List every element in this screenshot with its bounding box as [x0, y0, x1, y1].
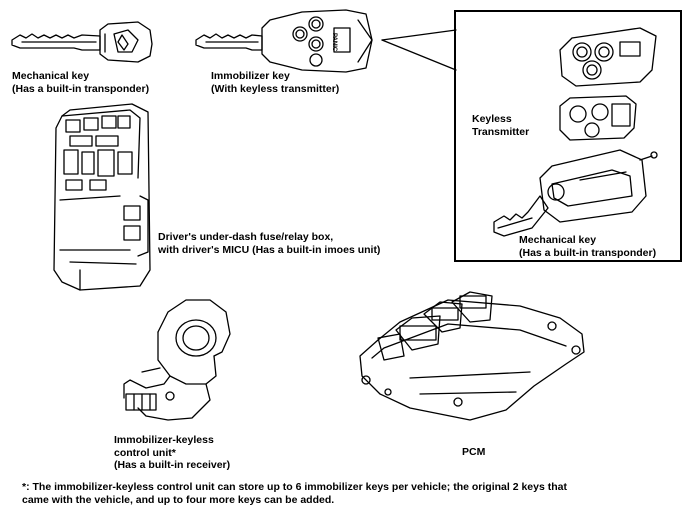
callout-lines — [381, 29, 457, 71]
inset-mechanical-key-title: Mechanical key — [519, 234, 597, 246]
fuse-box-line-1: Driver's under-dash fuse/relay box, — [158, 231, 334, 243]
keyless-transmitter-inset — [454, 10, 682, 262]
keyless-transmitter-label: Keyless Transmitter — [472, 113, 529, 138]
immobilizer-key-drawing — [195, 9, 373, 73]
mechanical-key-note: (Has a built-in transponder) — [12, 82, 150, 95]
mechanical-key-title: Mechanical key — [12, 70, 90, 82]
keyless-transmitter-line-1: Keyless — [472, 113, 512, 125]
control-unit-line-1: Immobilizer-keyless — [114, 434, 214, 446]
footnote: *: The immobilizer-keyless control unit … — [22, 481, 682, 507]
panic-button-text: PANIC — [331, 33, 337, 52]
inset-mechanical-key-label: Mechanical key (Has a built-in transpond… — [519, 234, 656, 259]
pcm-label: PCM — [462, 446, 486, 458]
fuse-box-line-2: with driver's MICU (Has a built-in imoes… — [158, 243, 381, 256]
footnote-line-2: came with the vehicle, and up to four mo… — [22, 494, 335, 506]
immobilizer-key-note: (With keyless transmitter) — [211, 82, 340, 95]
pcm-drawing — [359, 291, 585, 421]
control-unit-drawing — [123, 299, 231, 421]
keyless-transmitter-exploded-drawing — [493, 27, 658, 237]
fuse-box-label: Driver's under-dash fuse/relay box, with… — [158, 231, 380, 256]
mechanical-key-drawing — [11, 21, 153, 63]
control-unit-line-2: control unit* — [114, 446, 176, 459]
control-unit-line-3: (Has a built-in receiver) — [114, 459, 231, 471]
mechanical-key-label: Mechanical key (Has a built-in transpond… — [12, 70, 149, 95]
immobilizer-key-label: Immobilizer key (With keyless transmitte… — [211, 70, 339, 95]
inset-mechanical-key-note: (Has a built-in transponder) — [519, 246, 657, 259]
immobilizer-key-title: Immobilizer key — [211, 70, 290, 82]
control-unit-label: Immobilizer-keyless control unit* (Has a… — [114, 434, 230, 472]
footnote-line-1: *: The immobilizer-keyless control unit … — [22, 481, 567, 493]
keyless-transmitter-line-2: Transmitter — [472, 125, 530, 138]
fuse-relay-box-drawing — [53, 103, 151, 291]
